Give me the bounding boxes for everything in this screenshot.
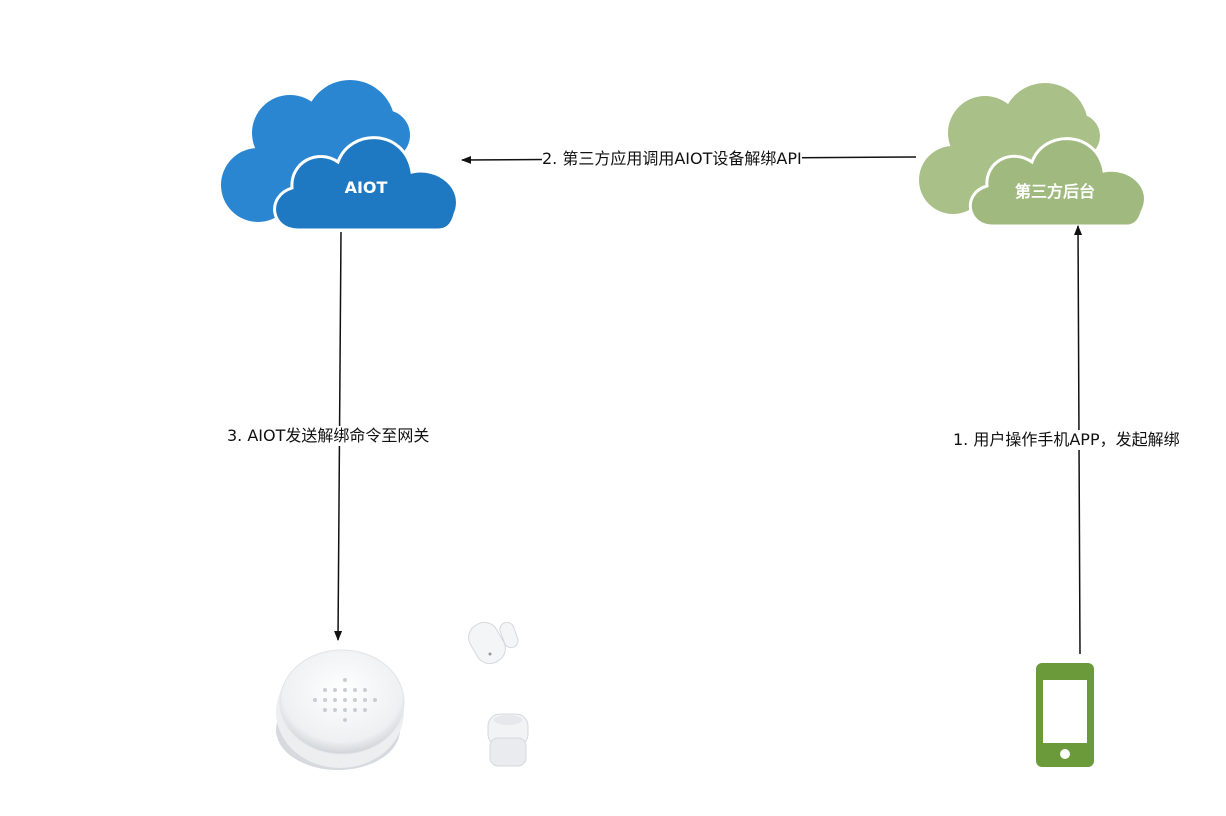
motion-sensor-icon <box>487 713 529 767</box>
door-window-sensor-icon <box>468 621 519 665</box>
third-party-cloud-label: 第三方后台 <box>1014 182 1095 201</box>
gateway-hub-icon <box>276 649 405 770</box>
step1-label: 1. 用户操作手机APP，发起解绑 <box>953 430 1180 450</box>
aiot-cloud-label: AIOT <box>344 178 388 197</box>
mobile-phone-icon <box>1036 663 1094 767</box>
step3-label: 3. AIOT发送解绑命令至网关 <box>227 426 430 446</box>
aiot-cloud <box>221 80 459 232</box>
step2-label: 2. 第三方应用调用AIOT设备解绑API <box>542 149 802 169</box>
third-party-cloud <box>919 83 1147 228</box>
